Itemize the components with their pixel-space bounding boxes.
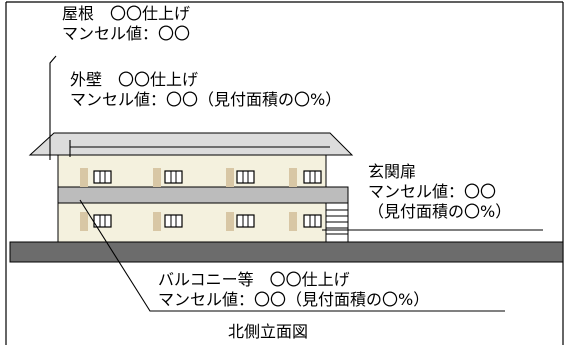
roof-label: 屋根 〇〇仕上げ マンセル値：〇〇 [62, 4, 190, 44]
door-panel [226, 168, 234, 187]
wall-label-line2: マンセル値：〇〇（見付面積の〇%） [70, 90, 342, 109]
balcony-band [57, 186, 349, 204]
balcony-leader [79, 199, 505, 312]
roof-leader [49, 55, 57, 160]
door-label: 玄関扉 マンセル値：〇〇 （見付面積の〇%） [368, 162, 511, 222]
wall-label-line1: 外壁 〇〇仕上げ [70, 70, 199, 89]
window [303, 214, 322, 228]
wall-label: 外壁 〇〇仕上げ マンセル値：〇〇（見付面積の〇%） [70, 70, 341, 110]
leader-lines [49, 55, 543, 312]
balcony-label-line2: マンセル値：〇〇（見付面積の〇%） [158, 290, 430, 309]
door-panel [80, 168, 88, 187]
window [164, 214, 183, 228]
door-panel [226, 212, 234, 231]
balcony-label: バルコニー等 〇〇仕上げ マンセル値：〇〇（見付面積の〇%） [158, 270, 429, 310]
door-label-line3: （見付面積の〇%） [368, 202, 512, 221]
window [236, 170, 255, 184]
ground [9, 241, 564, 263]
window [164, 170, 183, 184]
windows [93, 170, 322, 228]
doors [80, 168, 297, 231]
stair [325, 202, 349, 243]
door-label-line1: 玄関扉 [368, 162, 417, 181]
door-panel [153, 168, 161, 187]
window [93, 214, 112, 228]
door-label-line2: マンセル値：〇〇 [368, 182, 497, 201]
roof-label-line1: 屋根 〇〇仕上げ [62, 4, 191, 23]
door-panel [289, 212, 297, 231]
window [93, 170, 112, 184]
balcony-label-line1: バルコニー等 〇〇仕上げ [158, 270, 350, 289]
door-panel [153, 212, 161, 231]
roof-label-line2: マンセル値：〇〇 [62, 24, 191, 43]
figure-caption: 北側立面図 [228, 322, 309, 341]
frame [5, 1, 564, 345]
window [236, 214, 255, 228]
door-panel [289, 168, 297, 187]
window [303, 170, 322, 184]
door-panel [80, 212, 88, 231]
roof [28, 132, 354, 156]
